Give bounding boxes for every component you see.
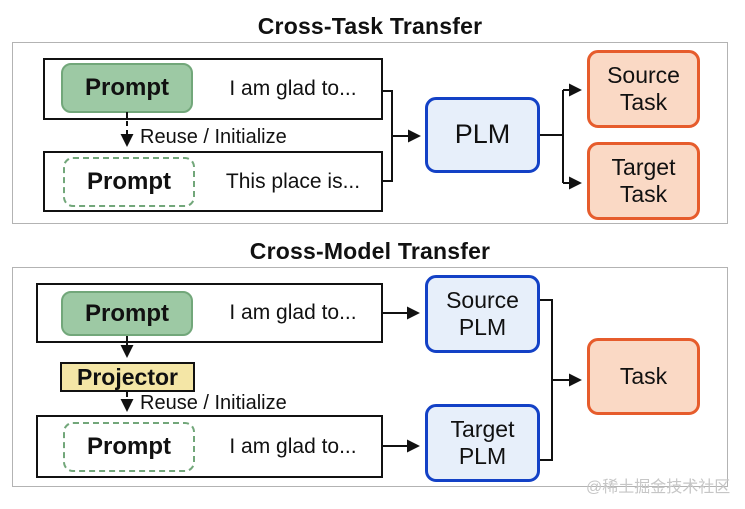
cross-task-source-row: Prompt I am glad to... [43, 58, 383, 120]
cross-task-title: Cross-Task Transfer [257, 13, 483, 39]
target-prompt-label-bottom: Prompt [87, 433, 171, 460]
source-task-node: Source Task [587, 50, 700, 128]
source-prompt-label: Prompt [85, 74, 169, 101]
target-prompt-chip-dashed-bottom: Prompt [63, 422, 195, 472]
source-sentence-text: I am glad to... [229, 77, 357, 100]
source-prompt-chip: Prompt [61, 63, 193, 113]
watermark-text: @稀土掘金技术社区 [586, 479, 731, 496]
source-prompt-chip-bottom: Prompt [61, 291, 193, 336]
source-sentence-text-bottom: I am glad to... [229, 301, 357, 324]
target-sentence-text: This place is... [225, 169, 361, 193]
cross-model-target-row: Prompt I am glad to... [36, 415, 383, 478]
source-prompt-label-bottom: Prompt [85, 299, 169, 327]
cross-model-source-row: Prompt I am glad to... [36, 283, 383, 343]
projector-label: Projector [77, 363, 178, 390]
target-task-node: Target Task [587, 142, 700, 220]
target-plm-node: Target PLM [425, 404, 540, 482]
projector-node: Projector [60, 362, 195, 392]
target-sentence-text-bottom: I am glad to... [229, 434, 357, 458]
reuse-initialize-label-top: Reuse / Initialize [140, 125, 287, 148]
target-prompt-label: Prompt [87, 168, 171, 195]
cross-task-target-row: Prompt This place is... [43, 151, 383, 212]
reuse-initialize-label-bottom: Reuse / Initialize [140, 391, 287, 414]
source-plm-node: Source PLM [425, 275, 540, 353]
plm-node: PLM [425, 97, 540, 173]
cross-model-title: Cross-Model Transfer [249, 238, 491, 264]
task-node: Task [587, 338, 700, 415]
target-prompt-chip-dashed: Prompt [63, 157, 195, 207]
